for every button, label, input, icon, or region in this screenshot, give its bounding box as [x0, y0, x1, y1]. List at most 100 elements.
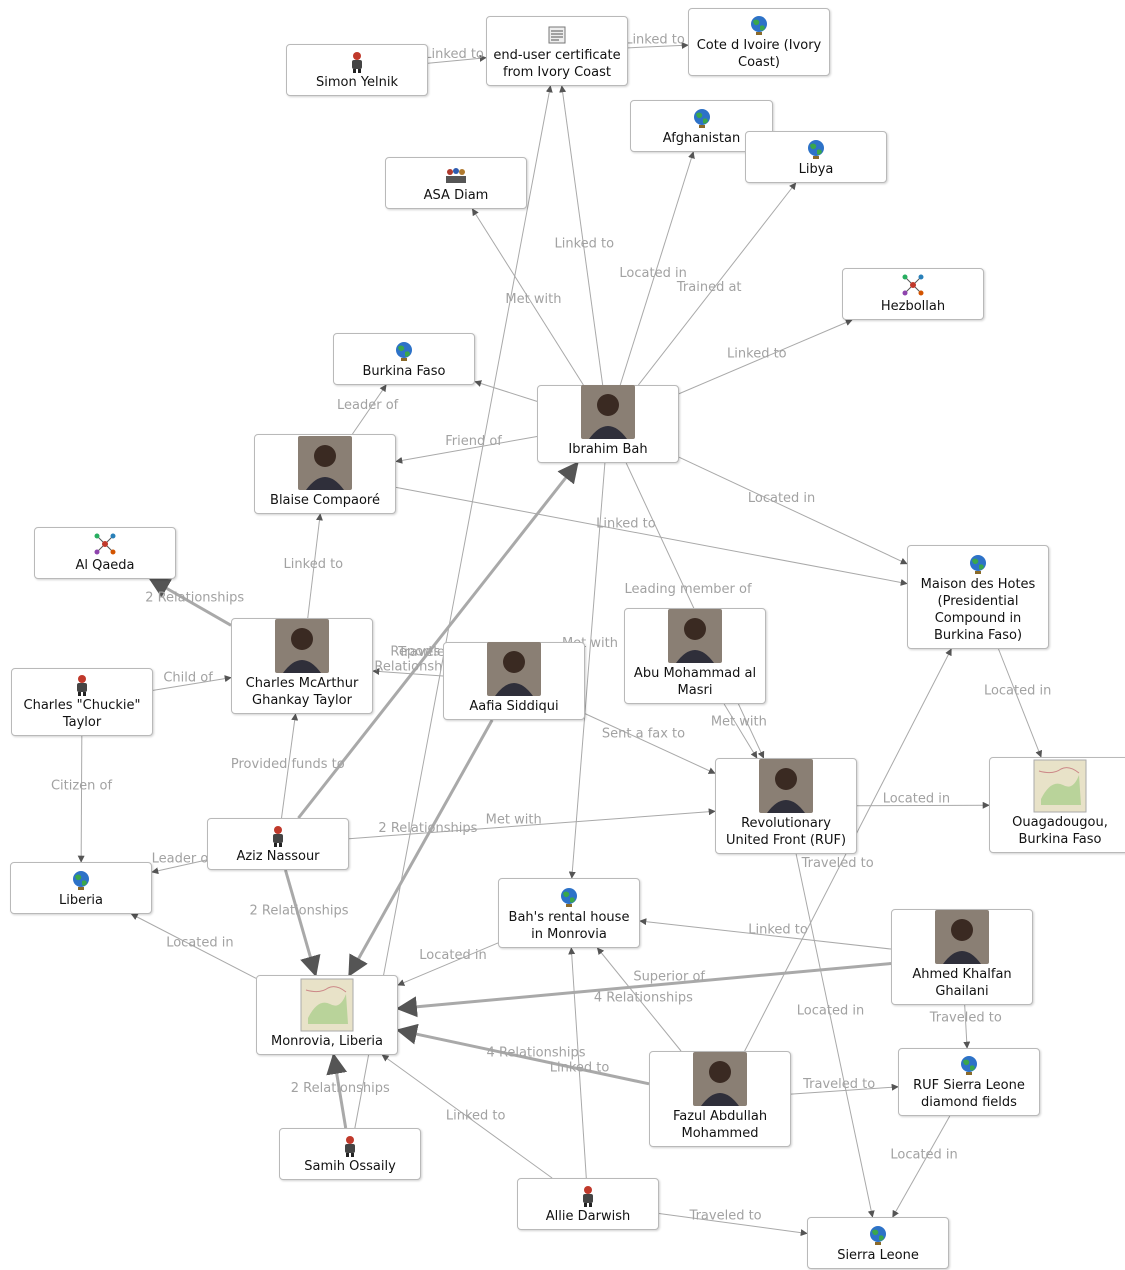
- node-ibrahim[interactable]: Ibrahim Bah: [537, 385, 679, 463]
- node-asa[interactable]: ASA Diam: [385, 157, 527, 209]
- edge-maison-ouaga[interactable]: [998, 648, 1043, 758]
- node-bahhouse[interactable]: Bah's rental house in Monrovia: [498, 878, 640, 948]
- photo-icon: [581, 385, 635, 441]
- edge-label: Trained at: [676, 280, 742, 295]
- edge-ibrahim-asa[interactable]: [471, 208, 584, 386]
- edge-simon-cert[interactable]: [427, 54, 487, 64]
- node-libya[interactable]: Libya: [745, 131, 887, 183]
- edge-aafia-ruf[interactable]: [584, 713, 716, 774]
- edge-ibrahim-burkina[interactable]: [474, 380, 538, 402]
- document-certificate-icon: [546, 24, 568, 47]
- node-abu[interactable]: Abu Mohammad al Masri: [624, 608, 766, 704]
- edge-ahmed-bahhouse[interactable]: [639, 918, 892, 950]
- edge-ibrahim-cert[interactable]: [559, 85, 604, 386]
- edge-blaise-burkina[interactable]: [352, 384, 387, 435]
- edge-allie-sierra[interactable]: [658, 1213, 808, 1237]
- edge-label: Provided funds to: [231, 757, 345, 772]
- edge-charles-alqaeda[interactable]: [148, 577, 232, 627]
- edge-charles-blaise[interactable]: [307, 513, 323, 619]
- edge-fazul-bahhouse[interactable]: [596, 947, 682, 1052]
- edge-ruf-sierra[interactable]: [795, 853, 875, 1218]
- node-allie[interactable]: Allie Darwish: [517, 1178, 659, 1230]
- node-label: Ahmed Khalfan Ghailani: [912, 967, 1012, 999]
- edge-label: Located in: [619, 266, 686, 281]
- edge-ahmed-rufdiamond[interactable]: [963, 1004, 971, 1049]
- node-cert[interactable]: end-user certificate from Ivory Coast: [486, 16, 628, 86]
- edge-label: Located in: [890, 1147, 957, 1162]
- node-hezb[interactable]: Hezbollah: [842, 268, 984, 320]
- edge-label: Linked to: [625, 33, 685, 48]
- edge-label: Linked to: [424, 47, 484, 62]
- edge-label: Located in: [166, 935, 233, 950]
- node-cote[interactable]: Cote d Ivoire (Ivory Coast): [688, 8, 830, 76]
- edge-chuckie-charles[interactable]: [152, 675, 232, 691]
- edge-monrovia-liberia[interactable]: [130, 913, 257, 979]
- edge-ibrahim-libya[interactable]: [637, 182, 797, 386]
- edge-aafia-monrovia[interactable]: [348, 719, 494, 977]
- edge-ibrahim-hezb[interactable]: [678, 319, 853, 395]
- edge-label: Met with: [711, 714, 767, 729]
- map-icon: [1033, 759, 1087, 814]
- edge-ibrahim-maison[interactable]: [678, 456, 908, 565]
- node-label: Liberia: [58, 893, 104, 908]
- node-label: Abu Mohammad al Masri: [633, 666, 757, 698]
- edge-aziz-ibrahim[interactable]: [297, 461, 579, 819]
- node-label: Burkina Faso: [362, 364, 446, 379]
- node-ahmed[interactable]: Ahmed Khalfan Ghailani: [891, 909, 1033, 1005]
- edge-rufdiamond-sierra[interactable]: [892, 1115, 951, 1218]
- node-burkina[interactable]: Burkina Faso: [333, 333, 475, 385]
- node-samih[interactable]: Samih Ossaily: [279, 1128, 421, 1180]
- person-icon: [342, 1135, 358, 1158]
- node-ouaga[interactable]: Ouagadougou, Burkina Faso: [989, 757, 1125, 853]
- edge-cert-cote[interactable]: [627, 41, 689, 49]
- node-chuckie[interactable]: Charles "Chuckie" Taylor: [11, 668, 153, 736]
- edge-label: Linked to: [446, 1109, 506, 1124]
- node-blaise[interactable]: Blaise Compaoré: [254, 434, 396, 514]
- photo-icon: [693, 1052, 747, 1108]
- node-monrovia[interactable]: Monrovia, Liberia: [256, 975, 398, 1055]
- node-charles[interactable]: Charles McArthur Ghankay Taylor: [231, 618, 373, 714]
- globe-icon: [958, 1054, 980, 1077]
- node-label: Monrovia, Liberia: [271, 1034, 383, 1049]
- edge-bahhouse-monrovia[interactable]: [397, 942, 499, 986]
- node-rufdiamond[interactable]: RUF Sierra Leone diamond fields: [898, 1048, 1040, 1116]
- node-simon[interactable]: Simon Yelnik: [286, 44, 428, 96]
- edge-aafia-charles[interactable]: [372, 667, 444, 677]
- edge-aziz-liberia[interactable]: [151, 859, 208, 875]
- edge-allie-monrovia[interactable]: [381, 1054, 553, 1179]
- edge-ibrahim-afgh[interactable]: [619, 151, 695, 386]
- node-liberia[interactable]: Liberia: [10, 862, 152, 914]
- edge-ibrahim-bahhouse[interactable]: [568, 462, 606, 879]
- edge-label: Located in: [797, 1003, 864, 1018]
- node-maison[interactable]: Maison des Hotes (Presidential Compound …: [907, 545, 1049, 649]
- edge-label: Linked to: [554, 236, 614, 251]
- node-label: Charles McArthur Ghankay Taylor: [245, 676, 359, 708]
- edge-fazul-rufdiamond[interactable]: [790, 1083, 899, 1095]
- node-alqaeda[interactable]: Al Qaeda: [34, 527, 176, 579]
- edge-ibrahim-blaise[interactable]: [395, 436, 538, 464]
- node-aafia[interactable]: Aafia Siddiqui: [443, 642, 585, 720]
- node-sierra[interactable]: Sierra Leone: [807, 1217, 949, 1269]
- edge-samih-cert[interactable]: [354, 85, 553, 1129]
- edge-blaise-maison[interactable]: [395, 486, 908, 586]
- node-label: Ouagadougou, Burkina Faso: [1012, 815, 1108, 847]
- edge-aziz-charles[interactable]: [281, 713, 299, 819]
- organization-icon: [444, 166, 468, 187]
- node-aziz[interactable]: Aziz Nassour: [207, 818, 349, 870]
- node-ruf[interactable]: Revolutionary United Front (RUF): [715, 758, 857, 854]
- node-fazul[interactable]: Fazul Abdullah Mohammed: [649, 1051, 791, 1147]
- edge-label: 2 Relationships: [378, 821, 477, 836]
- edge-chuckie-liberia[interactable]: [77, 735, 85, 863]
- edge-allie-bahhouse[interactable]: [568, 947, 587, 1179]
- globe-icon: [867, 1224, 889, 1247]
- edge-fazul-monrovia[interactable]: [395, 1023, 650, 1086]
- edge-aziz-monrovia[interactable]: [284, 869, 321, 978]
- edge-abu-ruf[interactable]: [723, 703, 758, 759]
- node-afgh[interactable]: Afghanistan: [630, 100, 773, 152]
- edge-samih-monrovia[interactable]: [326, 1052, 348, 1129]
- edge-label: Friend of: [445, 434, 502, 449]
- edge-label: Leader of: [152, 851, 214, 866]
- edge-ahmed-monrovia[interactable]: [395, 961, 892, 1018]
- edge-label: 2 Relationships: [291, 1081, 390, 1096]
